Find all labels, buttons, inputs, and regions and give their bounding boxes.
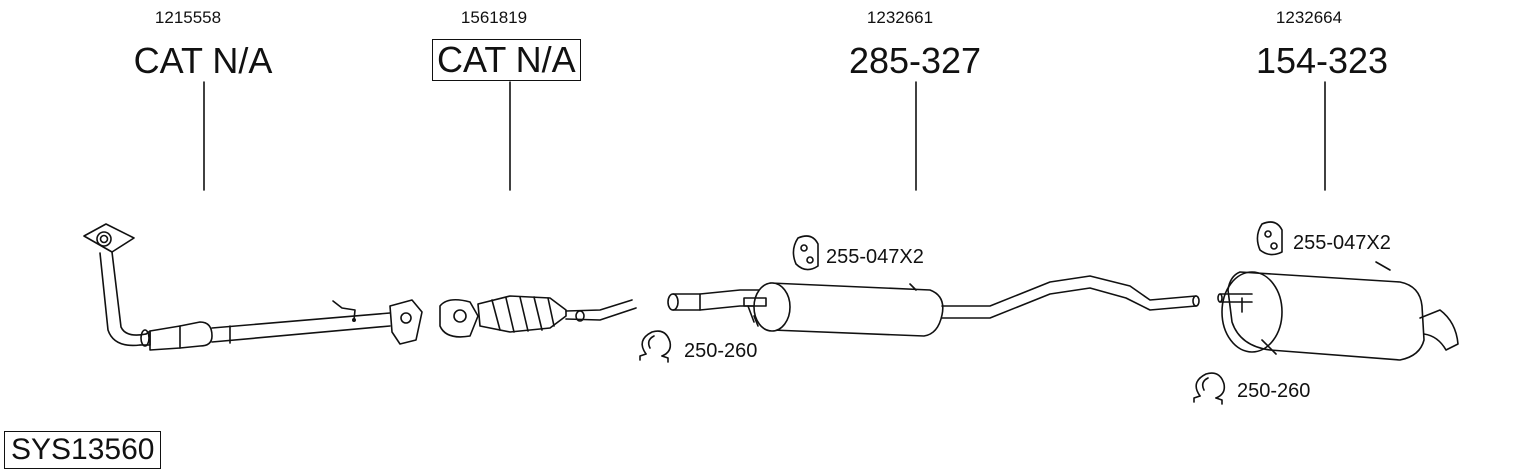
part-number-1: 1215558: [154, 8, 222, 27]
middle-silencer-icon: [667, 275, 1200, 337]
accessory-label-3: 255-047X2: [1293, 232, 1391, 254]
part-code-2: CAT N/A: [432, 39, 581, 81]
part-number-2: 1561819: [460, 8, 528, 27]
rubber-hanger-icon: [792, 235, 819, 271]
pipe-clamp-icon: [639, 330, 672, 363]
part-number-4: 1232664: [1275, 8, 1343, 27]
rear-silencer-icon: [1217, 261, 1459, 361]
rubber-hanger-icon-2: [1256, 221, 1283, 256]
part-code-1: CAT N/A: [133, 40, 273, 81]
pipe-clamp-icon-2: [1193, 372, 1226, 405]
catalytic-converter-icon: [439, 295, 637, 338]
front-pipe-icon: [83, 223, 423, 351]
accessory-label-1: 255-047X2: [826, 246, 924, 268]
part-code-3: 285-327: [848, 40, 982, 81]
accessory-label-2: 250-260: [684, 340, 758, 362]
part-number-3: 1232661: [866, 8, 934, 27]
accessory-label-4: 250-260: [1237, 380, 1311, 402]
part-code-4: 154-323: [1255, 40, 1389, 81]
system-id: SYS13560: [4, 431, 162, 469]
